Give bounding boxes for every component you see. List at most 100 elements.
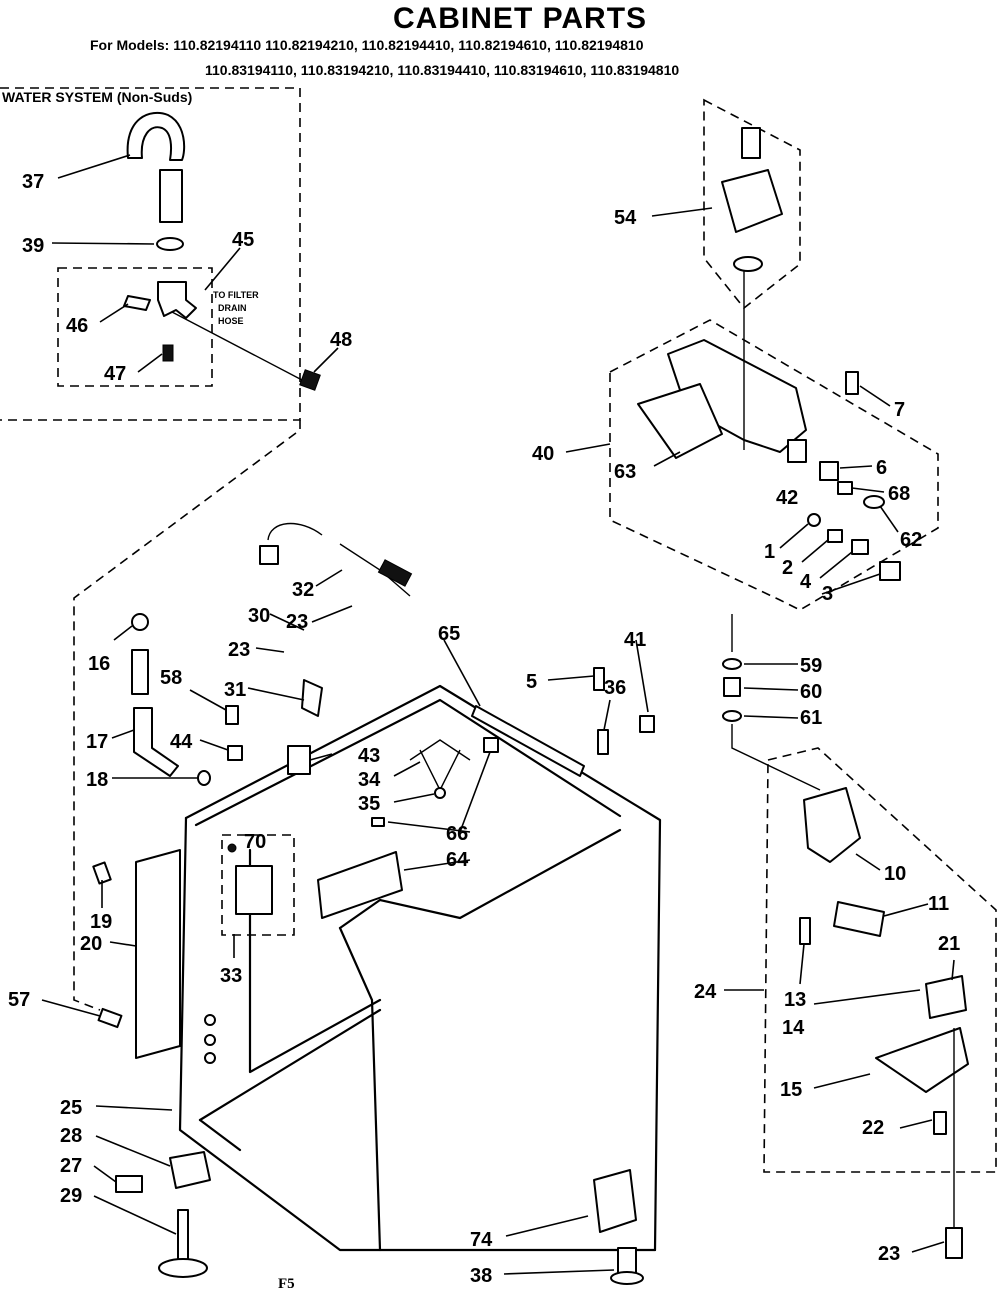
- callout-41: 41: [624, 629, 646, 651]
- callout-20: 20: [80, 933, 102, 955]
- note-line-2: DRAIN: [218, 303, 247, 313]
- water-system-group: WATER SYSTEM (Non-Suds) TO FILTER DRAIN …: [0, 87, 321, 421]
- grommet-c: [204, 1052, 216, 1064]
- callout-59: 59: [800, 655, 822, 677]
- wire-32: [267, 522, 323, 541]
- note-line-3: HOSE: [218, 316, 244, 326]
- callout-5: 5: [526, 671, 537, 693]
- cap-16: [131, 613, 149, 631]
- cabinet-front-top: [338, 828, 622, 930]
- callout-37: 37: [22, 171, 44, 193]
- callout-43: 43: [358, 745, 380, 767]
- callout-2: 2: [782, 557, 793, 579]
- rear-panel-20: [135, 849, 181, 1059]
- callout-58: 58: [160, 667, 182, 689]
- valve-box-24: [763, 747, 997, 1173]
- callout-32: 32: [292, 579, 314, 601]
- models-line-1: For Models: 110.82194110 110.82194210, 1…: [90, 37, 644, 53]
- callout-61: 61: [800, 707, 822, 729]
- plug-32: [259, 545, 279, 565]
- screw-36: [597, 729, 609, 755]
- part-4: [851, 539, 869, 555]
- water-system-border: [0, 87, 301, 421]
- callout-22: 22: [862, 1117, 884, 1139]
- timer-box-33: [221, 834, 295, 936]
- timer-33: [235, 865, 273, 915]
- callout-23c: 23: [878, 1243, 900, 1265]
- callout-25: 25: [60, 1097, 82, 1119]
- callout-44: 44: [170, 731, 193, 753]
- callout-70: 70: [244, 831, 266, 853]
- part-68: [837, 481, 853, 495]
- plate-15: [875, 1027, 969, 1093]
- callout-47: 47: [104, 363, 126, 385]
- callout-33: 33: [220, 965, 242, 987]
- callout-42: 42: [776, 487, 798, 509]
- part-70: [227, 843, 237, 853]
- callout-1: 1: [764, 541, 775, 563]
- bumper-66b: [371, 817, 385, 827]
- part-3: [879, 561, 901, 581]
- callout-65: 65: [438, 623, 460, 645]
- callout-40: 40: [532, 443, 554, 465]
- clamp-48: [299, 369, 321, 391]
- bracket-21: [925, 975, 967, 1019]
- leveler-28: [169, 1151, 211, 1189]
- callout-17: 17: [86, 731, 108, 753]
- sensor-32: [377, 559, 413, 587]
- callout-68: 68: [888, 483, 910, 505]
- panel-slot-64: [317, 851, 403, 919]
- ring-18: [197, 770, 211, 786]
- callout-62: 62: [900, 529, 922, 551]
- screw-13: [799, 917, 811, 945]
- part-57: [97, 1007, 123, 1029]
- screw-5: [593, 667, 605, 691]
- grommet-a: [204, 1014, 216, 1026]
- screw-22: [933, 1111, 947, 1135]
- callout-66: 66: [446, 823, 468, 845]
- callout-24: 24: [694, 981, 717, 1003]
- screw-38: [617, 1247, 637, 1275]
- callout-74: 74: [470, 1229, 493, 1251]
- callout-31: 31: [224, 679, 246, 701]
- callout-13: 13: [784, 989, 806, 1011]
- screw-23c: [945, 1227, 963, 1259]
- callout-23b: 23: [228, 639, 250, 661]
- callout-18: 18: [86, 769, 108, 791]
- callout-63: 63: [614, 461, 636, 483]
- cabinet-base-corner: [198, 1118, 242, 1152]
- note-line-1: TO FILTER: [213, 290, 259, 300]
- callout-29: 29: [60, 1185, 82, 1207]
- part-54: [721, 169, 783, 233]
- cabinet-front-bottom: [178, 816, 657, 1252]
- callout-57: 57: [8, 989, 30, 1011]
- part-60: [723, 677, 741, 697]
- callout-64: 64: [446, 849, 469, 871]
- foot-29: [158, 1258, 208, 1278]
- callout-6: 6: [876, 457, 887, 479]
- part-6: [819, 461, 839, 481]
- part-27: [115, 1175, 143, 1193]
- callout-45: 45: [232, 229, 254, 251]
- figure-code: F5: [278, 1276, 295, 1292]
- callout-11: 11: [928, 893, 949, 915]
- callout-46: 46: [66, 315, 88, 337]
- hinge-bar-65: [471, 705, 585, 777]
- callout-15: 15: [780, 1079, 802, 1101]
- leader-lines: [41, 154, 955, 1275]
- part-1: [807, 513, 821, 527]
- leg-29: [177, 1209, 189, 1263]
- dispenser-assembly-box: [609, 319, 939, 611]
- dispenser-group: [609, 98, 997, 1259]
- gasket-54: [733, 256, 763, 272]
- drain-fitting-box: [57, 267, 213, 387]
- callout-16: 16: [88, 653, 110, 675]
- callout-35: 35: [358, 793, 380, 815]
- cabinet-group: [73, 420, 662, 1285]
- ring-39: [156, 237, 184, 251]
- plug-41: [639, 715, 655, 733]
- drain-fitting-45: [157, 281, 197, 319]
- callout-30: 30: [248, 605, 270, 627]
- part-2: [827, 529, 843, 543]
